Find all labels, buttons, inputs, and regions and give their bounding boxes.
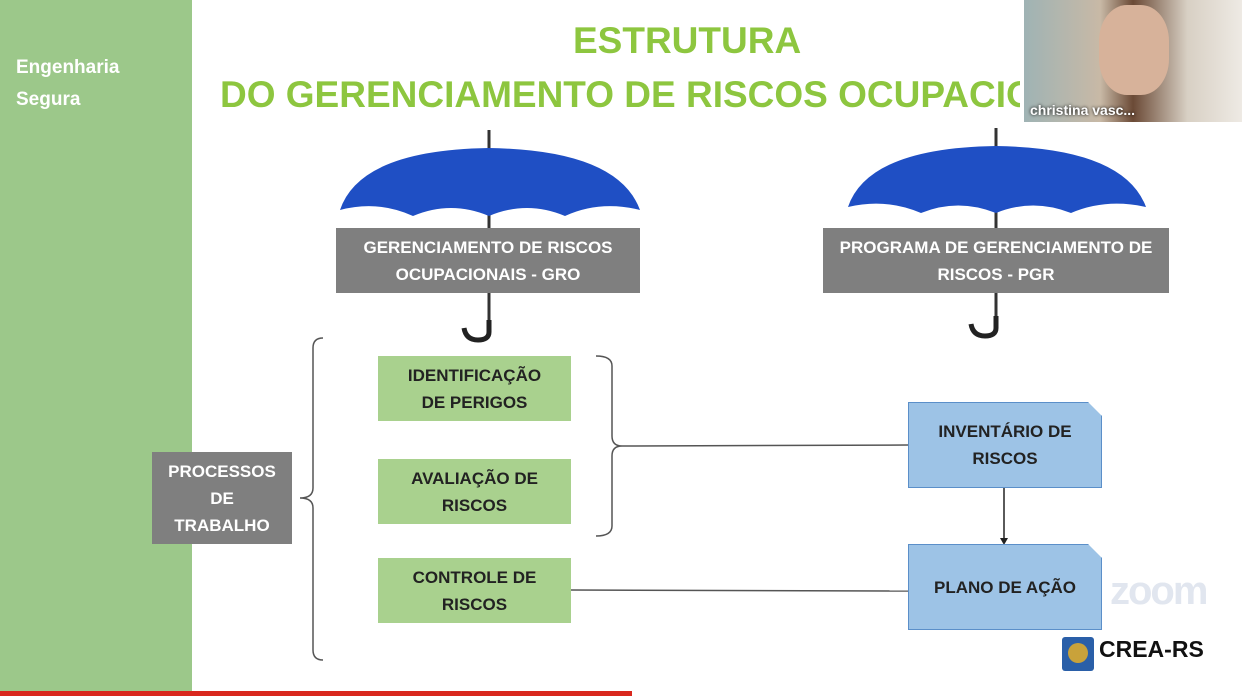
identificacao-box: IDENTIFICAÇÃO DE PERIGOS — [378, 356, 571, 421]
brand-text: Engenharia Segura — [16, 57, 120, 110]
participant-video[interactable]: christina vasc... — [1024, 0, 1242, 122]
progress-bar — [0, 691, 632, 696]
plano-box: PLANO DE AÇÃO — [908, 544, 1102, 630]
slide-title-line2: DO GERENCIAMENTO DE RISCOS OCUPACIONAIS — [220, 74, 1020, 115]
zoom-watermark: zoom — [1110, 569, 1208, 613]
gro-box: GERENCIAMENTO DE RISCOS OCUPACIONAIS - G… — [336, 228, 640, 293]
slide-sidebar: Engenharia Segura — [0, 0, 192, 696]
controle-box: CONTROLE DE RISCOS — [378, 558, 571, 623]
participant-face — [1099, 5, 1169, 95]
processos-box: PROCESSOS DE TRABALHO — [152, 452, 292, 544]
pgr-box: PROGRAMA DE GERENCIAMENTO DE RISCOS - PG… — [823, 228, 1169, 293]
bracket-left — [299, 337, 324, 661]
crea-logo-icon — [1062, 637, 1094, 671]
inventario-box: INVENTÁRIO DE RISCOS — [908, 402, 1102, 488]
slide-title-line1: ESTRUTURA — [573, 20, 802, 61]
participant-name: christina vasc... — [1030, 102, 1136, 118]
bracket-right — [595, 355, 623, 537]
crea-logo-text: CREA-RS — [1099, 636, 1204, 662]
avaliacao-box: AVALIAÇÃO DE RISCOS — [378, 459, 571, 524]
